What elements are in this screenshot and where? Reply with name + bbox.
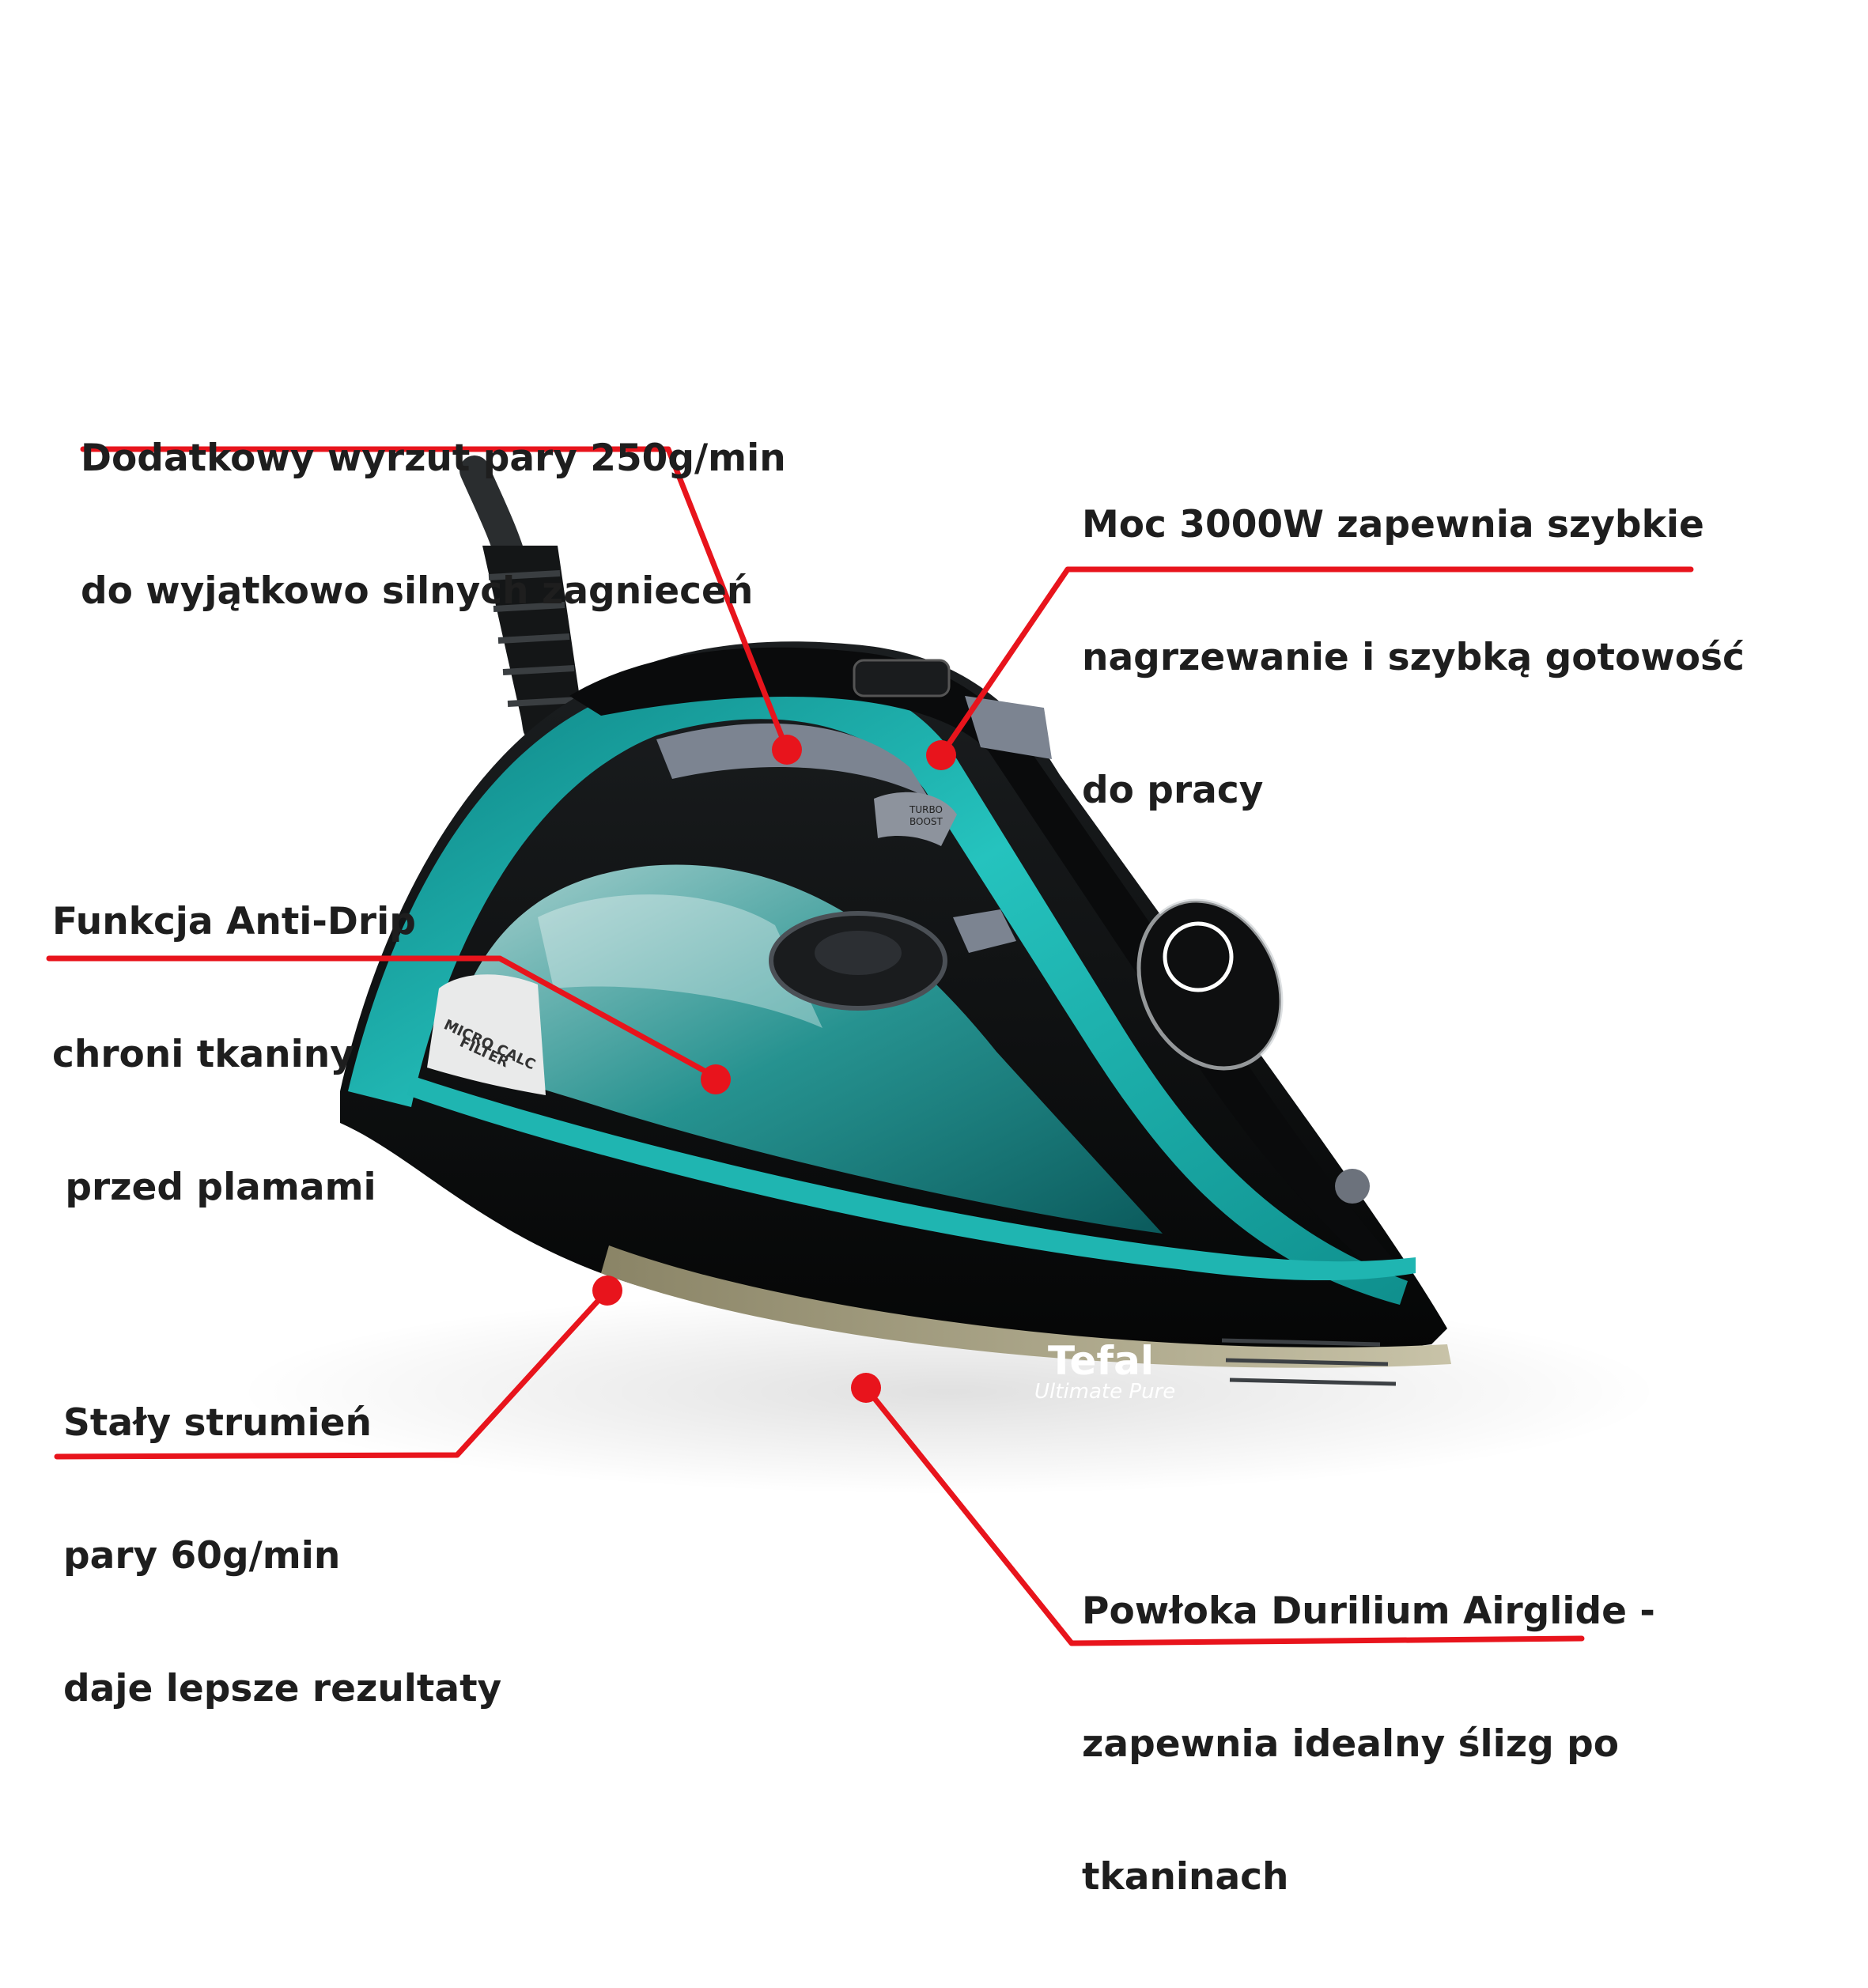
callout-line: zapewnia idealny ślizg po xyxy=(1082,1722,1620,1766)
callout-leaders xyxy=(46,446,1694,1646)
callout-line: Dodatkowy wyrzut pary 250g/min xyxy=(81,437,786,480)
dot-extra-steam xyxy=(772,735,802,765)
product-infographic: MICRO CALC FILTER TURBO BOOST Tefal Ulti… xyxy=(46,348,1745,1899)
callout-line: Powłoka Durilium Airglide - xyxy=(1082,1589,1655,1633)
callout-power: Moc 3000W zapewnia szybkie nagrzewanie i… xyxy=(1082,414,1745,901)
callout-line: przed plamami xyxy=(52,1166,376,1209)
cord-strain-relief xyxy=(482,546,585,739)
callout-line: daje lepsze rezultaty xyxy=(63,1667,502,1710)
shot-of-steam-button xyxy=(965,696,1052,759)
callout-line: do wyjątkowo silnych zagnieceń xyxy=(81,569,754,613)
turbo-label-2: BOOST xyxy=(909,816,943,827)
spray-icon-ring xyxy=(1163,921,1234,992)
turbo-boost-button xyxy=(874,792,957,846)
teal-handle-arc xyxy=(348,666,1408,1305)
callout-line: nagrzewanie i szybką gotowość xyxy=(1082,636,1745,679)
leader-anti-drip xyxy=(46,955,719,1080)
dot-steady-steam xyxy=(592,1276,622,1306)
callout-steady-steam: Stały strumień pary 60g/min daje lepsze … xyxy=(63,1313,501,1800)
callout-soleplate: Powłoka Durilium Airglide - zapewnia ide… xyxy=(1082,1501,1655,1988)
tank-highlight xyxy=(538,894,822,1028)
model-name: Ultimate Pure xyxy=(1034,1380,1175,1404)
leader-soleplate xyxy=(863,1385,1585,1646)
callout-line: Funkcja Anti-Drip xyxy=(52,900,416,943)
callout-line: Stały strumień xyxy=(63,1401,372,1445)
dot-power xyxy=(926,740,956,770)
callout-line: tkaninach xyxy=(1082,1855,1289,1899)
soleplate xyxy=(601,1245,1451,1368)
callout-line: Moc 3000W zapewnia szybkie xyxy=(1082,503,1704,546)
brand-stripes xyxy=(1221,1338,1397,1386)
callout-line: pary 60g/min xyxy=(63,1534,341,1578)
control-display xyxy=(853,659,951,697)
steam-dial-knob xyxy=(815,931,902,975)
callout-line: do pracy xyxy=(1082,769,1264,812)
callout-line: chroni tkaniny xyxy=(52,1033,354,1076)
steam-iron-illustration: MICRO CALC FILTER TURBO BOOST Tefal Ulti… xyxy=(46,446,1694,1646)
leader-extra-steam xyxy=(80,446,790,753)
strain-relief-ridges xyxy=(488,570,580,707)
leader-steady-steam xyxy=(54,1287,611,1460)
front-knob xyxy=(1335,1169,1370,1204)
brand-logo: Tefal xyxy=(1048,1338,1154,1384)
turbo-label-1: TURBO xyxy=(909,804,943,815)
water-tank xyxy=(443,864,1163,1234)
dot-anti-drip xyxy=(701,1064,731,1094)
leader-power xyxy=(938,566,1694,758)
spray-nozzle-cover xyxy=(1136,898,1284,1071)
trigger-button xyxy=(953,909,1016,953)
micro-calc-filter-panel xyxy=(427,974,546,1095)
dot-soleplate xyxy=(851,1373,881,1403)
callout-dots xyxy=(592,735,956,1403)
callout-extra-steam: Dodatkowy wyrzut pary 250g/min do wyjątk… xyxy=(81,348,786,702)
callout-anti-drip: Funkcja Anti-Drip chroni tkaniny przed p… xyxy=(52,811,416,1298)
